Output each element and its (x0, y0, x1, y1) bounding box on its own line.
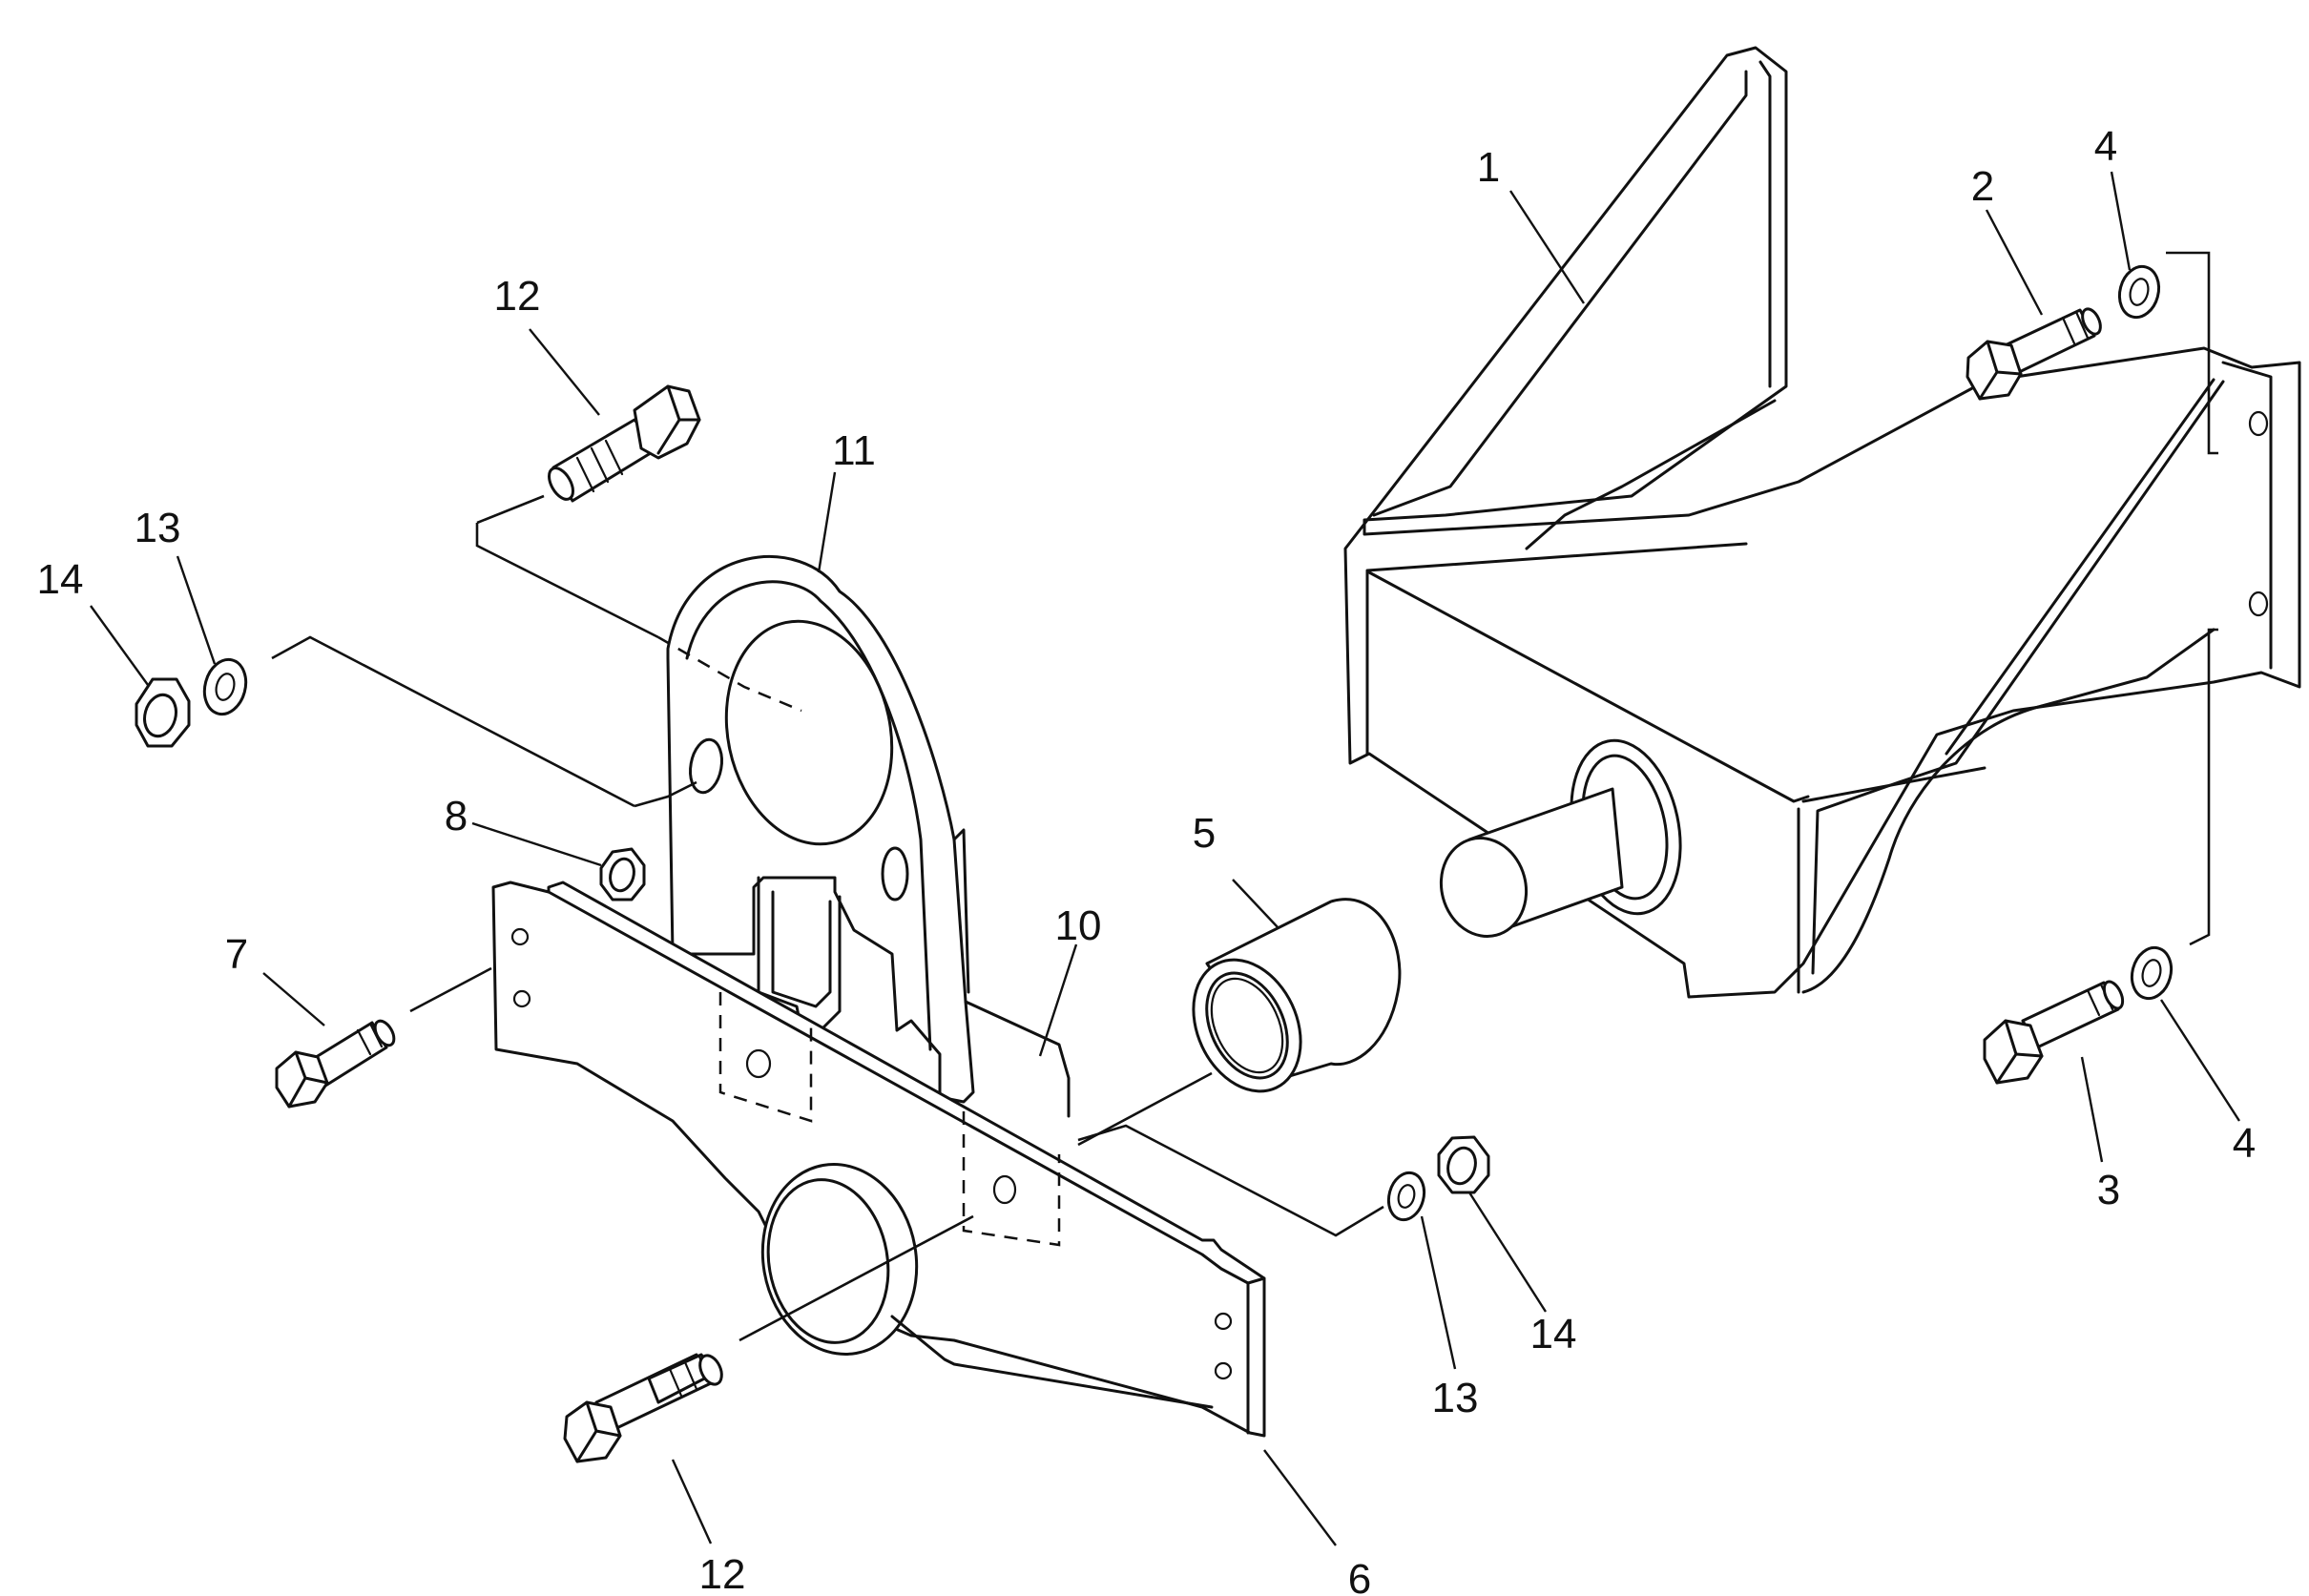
callout-14-right: 14 (1530, 1311, 1577, 1358)
callout-11: 11 (832, 427, 876, 474)
callout-6: 6 (1348, 1556, 1371, 1596)
callout-10: 10 (1055, 902, 1102, 949)
callout-1: 1 (1477, 144, 1500, 191)
part-1-support-bracket (1343, 46, 2301, 999)
leader-lines (90, 171, 2241, 1546)
callout-labels: 1 2 3 4 4 5 6 7 8 10 11 12 12 13 13 14 1… (37, 123, 2257, 1596)
callout-14-left: 14 (37, 556, 84, 603)
callout-13-right: 13 (1432, 1375, 1479, 1421)
part-14-nut-right (1437, 1135, 1490, 1194)
callout-4-top: 4 (2094, 123, 2117, 170)
callout-4-bottom: 4 (2233, 1120, 2256, 1167)
part-4-washer-bottom (2130, 945, 2174, 1001)
callout-13-left: 13 (135, 505, 181, 551)
callout-8: 8 (445, 793, 468, 839)
callout-12-bottom: 12 (699, 1551, 746, 1596)
callout-3: 3 (2097, 1167, 2120, 1213)
callout-7: 7 (225, 931, 248, 978)
part-4-washer-top (2117, 264, 2161, 320)
part-12-bolt-bottom (563, 1353, 723, 1463)
part-14-nut-left (135, 677, 191, 748)
assembly-lines (271, 251, 2218, 1342)
callout-2: 2 (1971, 163, 1994, 210)
callout-5: 5 (1193, 810, 1216, 857)
part-12-bolt-top (548, 384, 701, 503)
callout-12-top: 12 (494, 273, 541, 320)
part-3-bolt (1983, 980, 2125, 1085)
part-13-washer-right (1386, 1171, 1426, 1222)
part-5-bushing (1192, 898, 1402, 1093)
part-2-bolt (1966, 307, 2102, 401)
part-11-hook-plate (666, 555, 1071, 1118)
part-7-bolt (275, 1019, 396, 1109)
part-13-washer-left (202, 657, 248, 716)
part-6-lower-plate (491, 881, 1266, 1438)
part-8-nut (599, 847, 646, 902)
